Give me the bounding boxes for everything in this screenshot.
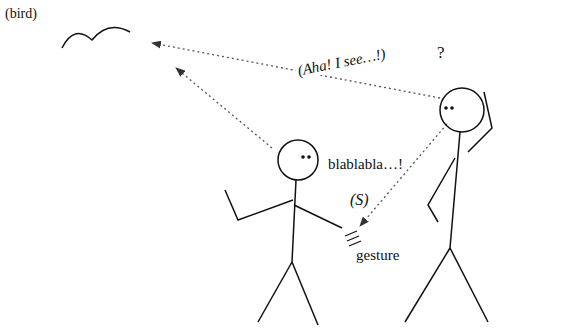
question-mark: ? bbox=[437, 44, 445, 63]
bird-symbol bbox=[62, 28, 130, 49]
listener-figure bbox=[405, 88, 492, 322]
speaker-figure bbox=[225, 140, 342, 325]
speech-text: blablabla…! bbox=[328, 156, 403, 173]
gesture-label: gesture bbox=[356, 247, 399, 264]
gaze-arrow bbox=[152, 43, 440, 98]
figure-label: (bird) bbox=[5, 6, 37, 21]
gesture-marks bbox=[345, 231, 361, 246]
thought-text: (Aha! I see…!) bbox=[295, 45, 390, 79]
gaze-arrow bbox=[360, 124, 447, 226]
sign-label: (S) bbox=[350, 191, 369, 209]
gaze-arrow bbox=[176, 68, 272, 148]
